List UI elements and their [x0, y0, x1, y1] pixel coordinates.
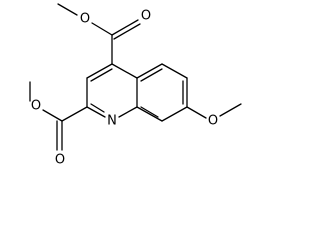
bond-top-ether-methyl: [57, 3, 78, 16]
left-carbonyl-oxygen-label: O: [55, 153, 65, 168]
bond-c3-c4: [86, 63, 113, 79]
bond-top-carbonyl-ether: [91, 22, 113, 36]
bond-c2-carbonyl-carbon: [61, 106, 88, 122]
bond-c7-c8: [161, 106, 188, 122]
structure-diagram: N O O O O O: [29, 3, 242, 168]
bond-top-carbonyl-double-b: [113, 23, 141, 40]
top-ether-oxygen-label: O: [80, 12, 90, 27]
bond-methoxy-methyl: [219, 103, 242, 117]
top-carbonyl-oxygen-label: O: [141, 9, 151, 24]
bond-c4a-c5: [136, 63, 163, 79]
bond-c4-c4a: [111, 63, 138, 79]
left-ether-oxygen-label: O: [31, 99, 41, 114]
bond-n1-c2-inner: [90, 103, 105, 113]
bond-c8a-n1: [118, 106, 138, 118]
bond-c8-c8a: [136, 106, 163, 122]
ring-nitrogen-label: N: [107, 114, 117, 129]
bond-c4a-c5-inner: [140, 68, 163, 82]
bond-left-carbonyl-ether: [42, 109, 63, 122]
bond-c5-c6: [161, 63, 188, 79]
bond-c7-methoxy-oxygen: [186, 106, 207, 119]
bond-c8-c8a-inner: [140, 106, 159, 118]
bond-n1-c2: [86, 106, 106, 118]
bond-c3-c4-inner: [90, 68, 113, 82]
methoxy-oxygen-label: O: [208, 114, 218, 129]
bond-top-carbonyl-double-a: [111, 19, 139, 36]
